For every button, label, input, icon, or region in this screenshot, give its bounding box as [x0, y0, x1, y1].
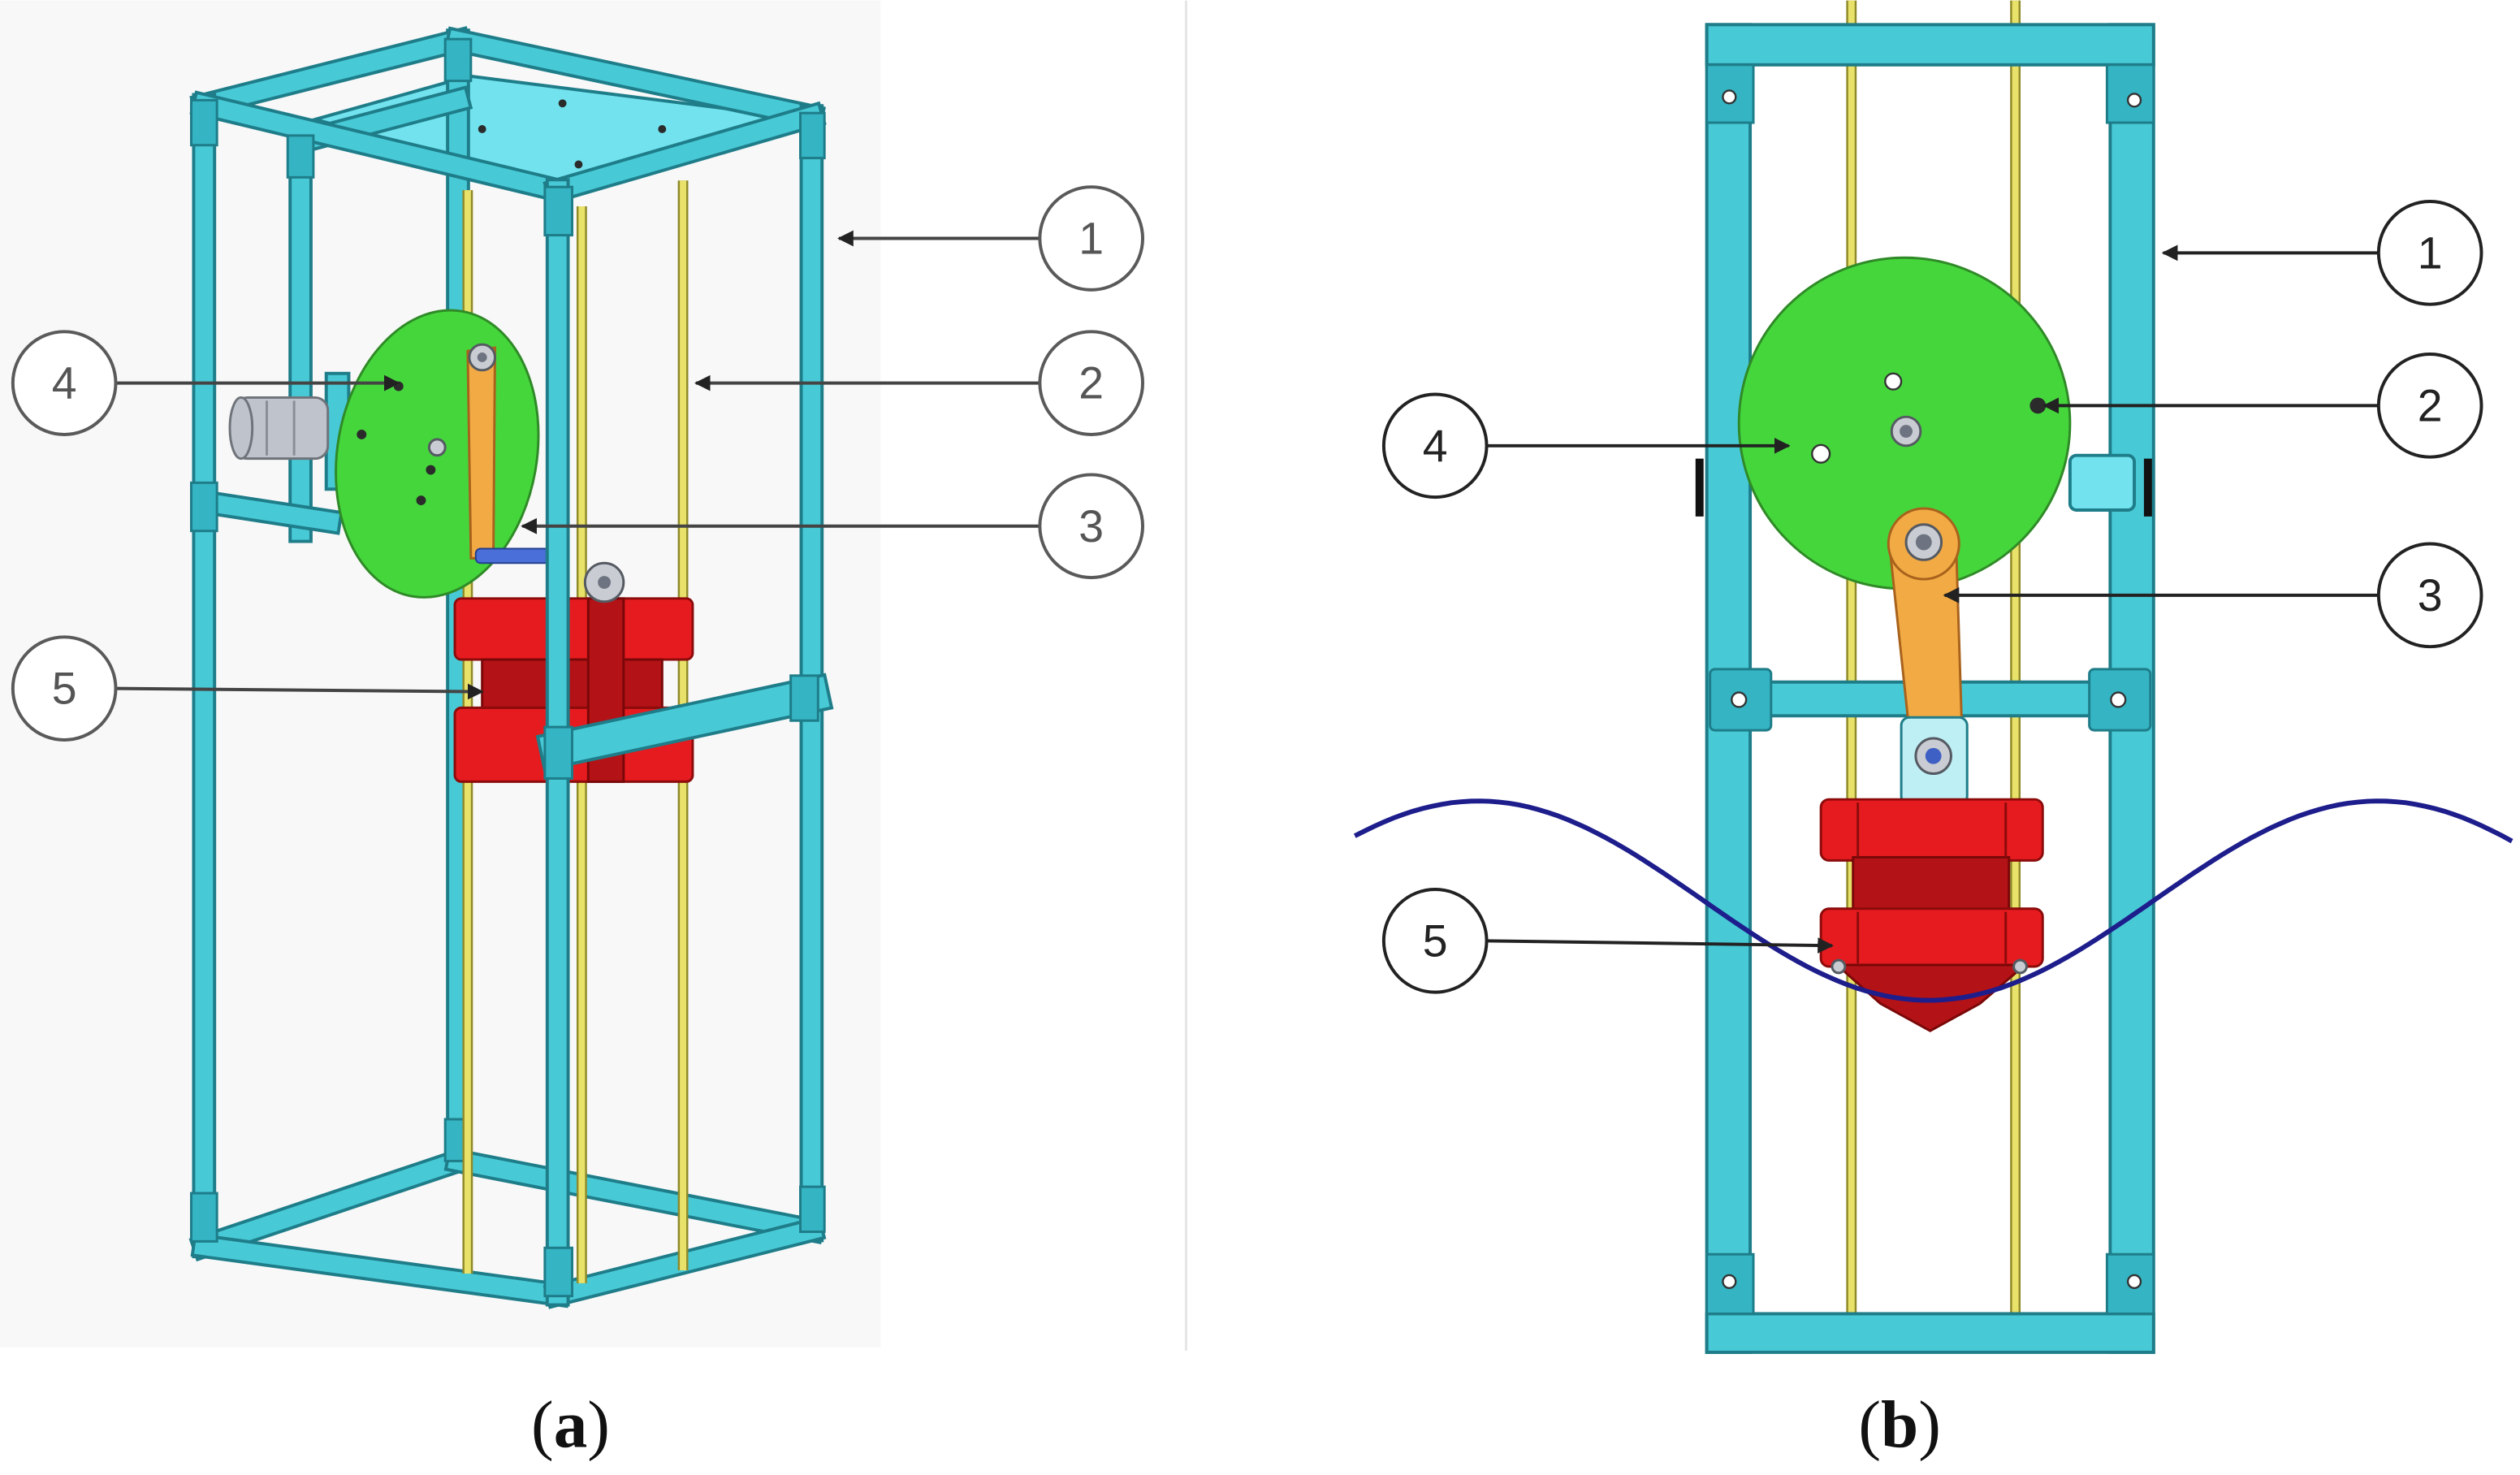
panel-a-caption: (a) [531, 1387, 610, 1462]
callout-b-1: 1 [2161, 200, 2483, 306]
callout-circle [11, 330, 118, 436]
connecting-rod-a [466, 343, 551, 564]
callout-circle [1381, 392, 1489, 500]
callout-label: 1 [2418, 227, 2443, 278]
callout-circle [11, 635, 118, 742]
callout-circle [1038, 330, 1145, 436]
callout-b-2: 2 [2042, 353, 2483, 459]
callout-circle [1038, 473, 1145, 580]
bottom-bar [1705, 1312, 2155, 1354]
panel-a-isometric-view: 1 2 3 4 5 (a) [0, 0, 1145, 1462]
callout-label: 2 [1078, 358, 1104, 409]
piston-bolt-right [2012, 958, 2028, 975]
bottom-back-right-bar [447, 1150, 823, 1241]
callout-label: 2 [2418, 380, 2443, 430]
caption-letter: b [1881, 1387, 1918, 1462]
top-front-right-bar [547, 105, 823, 201]
top-bar [1705, 23, 2155, 67]
mount-edge-left [1695, 458, 1704, 517]
crank-disk-b [1737, 256, 2072, 590]
callout-circle [2376, 200, 2483, 306]
disk-center-bolt [427, 438, 447, 457]
callout-label: 4 [1423, 421, 1448, 471]
piston-upper-flange [1819, 798, 2044, 862]
caption-letter: a [554, 1387, 588, 1462]
panel-b-front-view: 1 2 3 4 5 (b) [1353, 0, 2514, 1462]
piston-guide-crossbar [539, 677, 830, 768]
callout-a-5: 5 [11, 635, 484, 742]
caption-open-paren: ( [1858, 1387, 1881, 1462]
callout-circle [1038, 185, 1145, 292]
callout-label: 4 [52, 358, 77, 409]
callout-circle [2376, 353, 2483, 459]
top-back-right-bar [447, 30, 823, 128]
callout-a-2: 2 [694, 330, 1145, 436]
piston-body [1852, 855, 2011, 914]
caption-close-paren: ) [587, 1387, 610, 1462]
callout-label: 3 [1078, 501, 1104, 552]
top-back-left-bar [193, 29, 469, 116]
callout-b-5: 5 [1381, 888, 1834, 994]
piston-pivot-b [1900, 716, 1969, 806]
motor-mount-bar [193, 491, 340, 532]
panel-a-background [0, 0, 881, 1348]
wave-curve [1353, 798, 2514, 1003]
guide-rods-b [1846, 0, 2021, 1316]
callout-b-4: 4 [1381, 392, 1791, 500]
connecting-rod [466, 346, 497, 560]
motor-end-cap [228, 396, 254, 461]
piston-bolt-left [1831, 958, 1847, 975]
top-front-left-bar [193, 94, 568, 201]
callout-a-1: 1 [837, 185, 1145, 292]
callout-b-3: 3 [1943, 542, 2483, 649]
callout-label: 5 [1423, 915, 1448, 966]
callout-label: 1 [1078, 214, 1104, 264]
motor-mount-b [1695, 453, 2152, 517]
piston-neck [481, 658, 663, 712]
mount-edge-right [2143, 458, 2152, 517]
callout-a-3: 3 [521, 473, 1145, 580]
callout-label: 3 [2418, 570, 2443, 621]
shaft-housing [2068, 453, 2137, 512]
callout-label: 5 [52, 664, 77, 714]
caption-open-paren: ( [531, 1387, 554, 1462]
piston-upper-flange [453, 597, 694, 661]
frame-a-back [188, 26, 827, 1309]
piston-lower-flange [1819, 907, 2044, 968]
frame-a-front [535, 178, 834, 1307]
frame-b-brackets [1705, 63, 2155, 1315]
callout-circle [2376, 542, 2483, 649]
callout-a-4: 4 [11, 330, 400, 436]
piston-pin [474, 547, 551, 564]
bottom-front-left-bar [194, 1236, 568, 1304]
bottom-back-left-bar [192, 1149, 469, 1258]
callout-arrow [115, 683, 484, 700]
callout-arrow [1486, 937, 1834, 954]
panel-b-caption: (b) [1858, 1387, 1941, 1462]
caption-close-paren: ) [1918, 1387, 1941, 1462]
callout-circle [1381, 888, 1489, 994]
